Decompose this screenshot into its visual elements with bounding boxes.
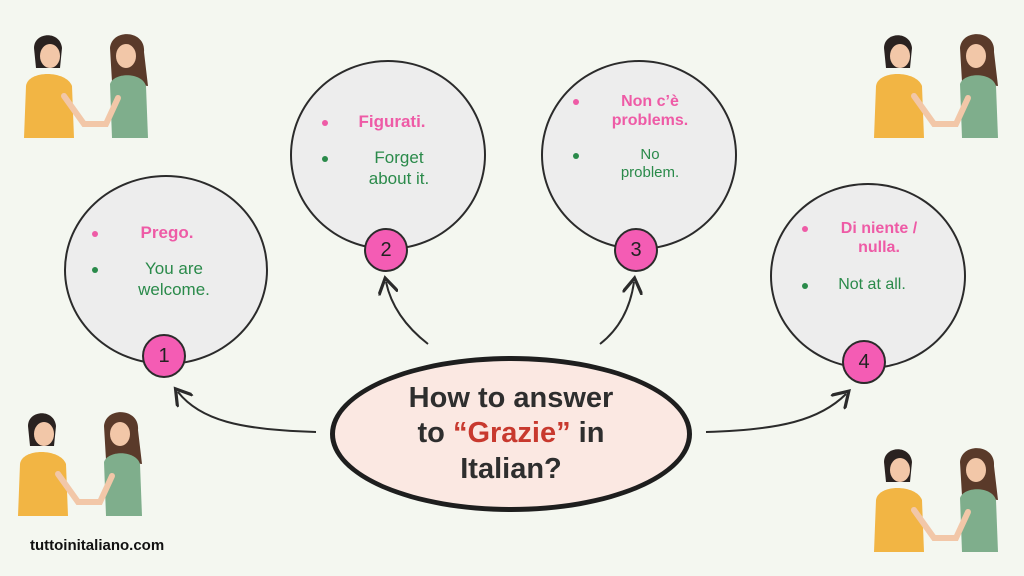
center-question: How to answer to “Grazie” in Italian? [330, 356, 692, 512]
bullet-icon [802, 226, 808, 233]
center-question-text: How to answer to “Grazie” in Italian? [408, 381, 614, 485]
italian-phrase: Figurati. [322, 112, 462, 132]
italian-phrase: Di niente / nulla. [802, 219, 942, 257]
bullet-icon [92, 230, 98, 237]
answer-bubble-3: Non c’è problems. No problem. [541, 60, 737, 250]
bullet-icon [92, 267, 98, 274]
answer-bubble-1: Prego. You are welcome. [64, 175, 268, 365]
number-badge-3: 3 [614, 228, 658, 272]
handshake-illustration [874, 448, 998, 552]
handshake-illustration [18, 412, 142, 516]
italian-phrase: Non c’è problems. [573, 92, 713, 130]
bullet-icon [573, 99, 579, 106]
arrow-icon [178, 392, 317, 433]
bullet-icon [573, 153, 579, 160]
grazie-highlight: “Grazie” [452, 417, 571, 450]
answer-bubble-4: Di niente / nulla. Not at all. [770, 183, 966, 369]
number-badge-1: 1 [142, 334, 186, 378]
arrow-icon [705, 394, 846, 433]
bullet-icon [322, 119, 328, 126]
english-translation: You are welcome. [92, 259, 242, 300]
arrow-icon [599, 282, 634, 345]
english-translation: No problem. [573, 146, 713, 182]
website-label: tuttoinitaliano.com [30, 537, 165, 554]
number-badge-2: 2 [364, 228, 408, 272]
bullet-icon [802, 282, 808, 289]
answer-bubble-2: Figurati. Forget about it. [290, 60, 486, 250]
arrow-icon [386, 282, 429, 345]
bullet-icon [322, 156, 328, 163]
english-translation: Forget about it. [322, 148, 462, 189]
english-translation: Not at all. [802, 275, 942, 294]
italian-phrase: Prego. [92, 223, 242, 243]
handshake-illustration [24, 34, 148, 138]
handshake-illustration [874, 34, 998, 138]
number-badge-4: 4 [842, 340, 886, 384]
